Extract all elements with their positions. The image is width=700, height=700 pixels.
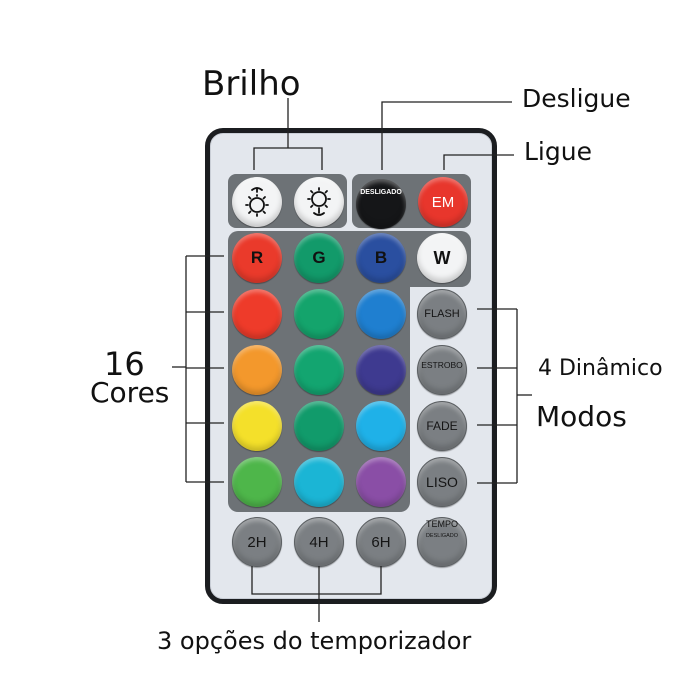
color-panel-corner: [410, 287, 424, 301]
color-button-white[interactable]: W: [417, 233, 467, 283]
color-button[interactable]: [294, 401, 344, 451]
timer-2h-button[interactable]: 2H: [232, 517, 282, 567]
power-on-label: EM: [431, 193, 455, 211]
timer-6h-button[interactable]: 6H: [356, 517, 406, 567]
color-button[interactable]: [356, 345, 406, 395]
color-button[interactable]: [294, 345, 344, 395]
colors-word-label: Cores: [90, 376, 170, 409]
modes-label: Modos: [536, 400, 627, 433]
brightness-label: Brilho: [202, 64, 301, 104]
color-button[interactable]: [294, 289, 344, 339]
mode-strobe-button[interactable]: ESTROBO: [417, 345, 467, 395]
color-button[interactable]: [232, 289, 282, 339]
timer-label: 6H: [371, 533, 391, 551]
color-button-blue[interactable]: B: [356, 233, 406, 283]
color-button[interactable]: [232, 345, 282, 395]
timer-options-label: 3 opções do temporizador: [157, 627, 472, 655]
mode-flash-button[interactable]: FLASH: [417, 289, 467, 339]
turn-off-label: Desligue: [522, 84, 631, 113]
turn-on-label: Ligue: [524, 137, 592, 166]
color-button-green[interactable]: G: [294, 233, 344, 283]
timer-off-line2: DESLIGADO: [425, 533, 459, 539]
timer-label: 4H: [309, 533, 329, 551]
dynamic-count-label: 4 Dinâmico: [538, 356, 663, 381]
timer-4h-button[interactable]: 4H: [294, 517, 344, 567]
brightness-down-button[interactable]: [294, 177, 344, 227]
color-button-label: W: [433, 247, 451, 268]
mode-label: FLASH: [424, 308, 460, 320]
mode-label: LISO: [426, 474, 458, 490]
power-off-button[interactable]: DESLIGADO: [356, 179, 406, 229]
timer-off-button[interactable]: TEMPO DESLIGADO: [417, 517, 467, 567]
timer-label: 2H: [247, 533, 267, 551]
color-button[interactable]: [294, 457, 344, 507]
mode-fade-button[interactable]: FADE: [417, 401, 467, 451]
mode-label: FADE: [426, 419, 458, 433]
brightness-up-button[interactable]: [232, 177, 282, 227]
colors-count-label: 16: [104, 345, 145, 383]
color-button-label: R: [250, 248, 264, 267]
color-button[interactable]: [232, 401, 282, 451]
mode-label: ESTROBO: [421, 360, 463, 370]
brightness-down-icon: [307, 187, 331, 216]
color-button[interactable]: [232, 457, 282, 507]
color-button[interactable]: [356, 289, 406, 339]
color-button-label: B: [374, 248, 388, 267]
mode-smooth-button[interactable]: LISO: [417, 457, 467, 507]
color-button[interactable]: [356, 401, 406, 451]
color-button[interactable]: [356, 457, 406, 507]
color-button-red[interactable]: R: [232, 233, 282, 283]
color-button-label: G: [312, 248, 326, 267]
brightness-up-icon: [245, 187, 269, 217]
timer-off-line1: TEMPO: [425, 519, 458, 529]
power-on-button[interactable]: EM: [418, 177, 468, 227]
power-off-label: DESLIGADO: [360, 189, 402, 196]
